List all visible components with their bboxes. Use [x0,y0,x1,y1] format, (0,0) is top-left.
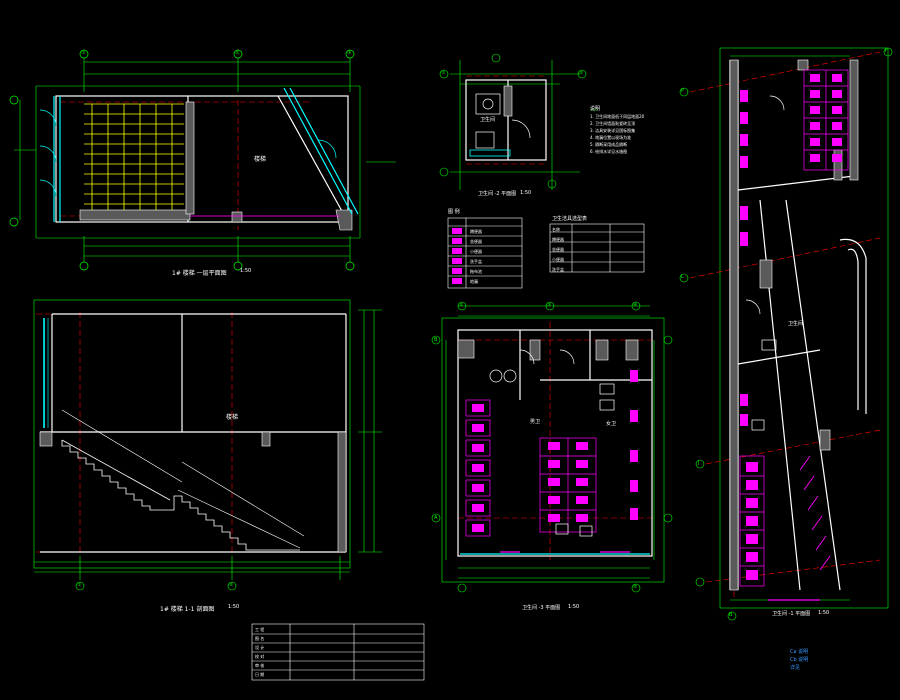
stair-section [33,299,382,591]
title-block-row: 图 名 [255,636,265,641]
small-room-label: 卫生间 [480,117,496,123]
title-block [251,623,425,681]
toilet-bubble-a: A [434,515,438,521]
long-bubble-f: F [885,48,888,54]
legend-table [447,217,523,289]
schedule-row: 洗手盆 [552,267,564,272]
schedule-row: 小便器 [552,257,564,262]
small-plan-bubble-2: ② [579,70,584,76]
toilet-f-label: 女卫 [606,421,617,427]
legend-row: 坐便器 [470,239,482,244]
section-scale: 1:50 [228,604,240,610]
section-hall-label: 楼梯 [226,414,239,421]
top-plan-title: 1# 楼梯 一层平面图 [172,270,227,277]
note-line: 5. 隔断采用成品隔断 [590,142,628,147]
legend-row: 地漏 [470,279,478,284]
long-toilet-plan [679,47,893,621]
long-bubble-b: B [729,612,733,618]
fixture-schedule [549,223,645,273]
toilet-plan [431,301,673,593]
corner-note: 详见 [790,665,801,671]
title-block-row: 审 核 [255,663,265,668]
legend-rows: 蹲便器 坐便器 小便器 洗手盆 拖布池 地漏 [470,227,482,287]
notes-title: 说明 [590,106,601,112]
schedule-row: 蹲便器 [552,237,564,242]
toilet-bubble-b: B [434,337,438,343]
section-title: 1# 楼梯 1-1 剖面图 [160,606,215,613]
long-bubble-l: L [681,274,684,280]
long-plan-title: 卫生间 -1 平面图 [772,611,811,617]
title-block-row: 设 计 [255,645,265,650]
legend-row: 蹲便器 [470,229,482,234]
title-block-rows: 工 程 图 名 设 计 校 对 审 核 日 期 [255,625,264,679]
small-toilet-plan [439,53,587,190]
top-plan-bubble-1: ① [81,50,86,56]
corner-notes: Ca 说明 Cb 说明 详见 [790,648,808,672]
long-plan-scale: 1:50 [818,610,830,616]
toilet-bubble-2: ② [459,302,464,308]
schedule-title: 卫生洁具选型表 [552,216,588,222]
legend-row: 小便器 [470,249,482,254]
corner-note: Cb 说明 [790,657,809,663]
top-plan-bubble-3: ③ [347,50,352,56]
legend-title: 图 例 [448,209,460,215]
title-block-row: 工 程 [255,627,265,632]
stair-room-label: 楼梯 [254,156,267,163]
top-plan-scale: 1:50 [240,268,252,274]
long-bubble-j: J [698,460,700,466]
small-plan-title: 卫生间 -2 平面图 [478,191,517,197]
long-bubble-p: P [681,88,685,94]
toilet-bubble-3: ③ [547,302,552,308]
note-line: 2. 卫生间墙面贴瓷砖至顶 [590,121,636,126]
top-plan-bubble-2: ② [235,50,240,56]
toilet-bubble-5: ⑤ [633,584,638,590]
notes-block-text: 说明 1. 卫生间地面低于同层地面20 2. 卫生间墙面贴瓷砖至顶 3. 洁具安… [590,106,644,155]
legend-row: 洗手盆 [470,259,482,264]
section-bubble-1: ① [77,582,82,588]
note-line: 4. 地漏位置以现场为准 [590,135,632,140]
schedule-rows: 名称 蹲便器 坐便器 小便器 洗手盆 [552,225,564,275]
corner-note: Ca 说明 [790,649,809,655]
schedule-row: 名称 [552,227,560,232]
note-line: 3. 洁具安装详见国标图集 [590,128,636,133]
legend-row: 拖布池 [470,269,482,274]
long-room-label: 卫生间 [788,321,804,327]
toilet-plan-scale: 1:50 [568,604,580,610]
toilet-plan-title: 卫生间 -3 平面图 [522,605,561,611]
section-bubble-2: ② [229,582,234,588]
note-line: 1. 卫生间地面低于同层地面20 [590,114,645,119]
toilet-m-label: 男卫 [530,419,541,425]
schedule-row: 坐便器 [552,247,564,252]
note-line: 6. 给排水详见水施图 [590,149,628,154]
small-plan-scale: 1:50 [520,190,532,196]
toilet-bubble-4: ④ [633,302,638,308]
small-plan-bubble-1: ① [441,70,446,76]
title-block-row: 日 期 [255,672,265,677]
stair-plan [9,49,396,271]
title-block-row: 校 对 [255,654,265,659]
